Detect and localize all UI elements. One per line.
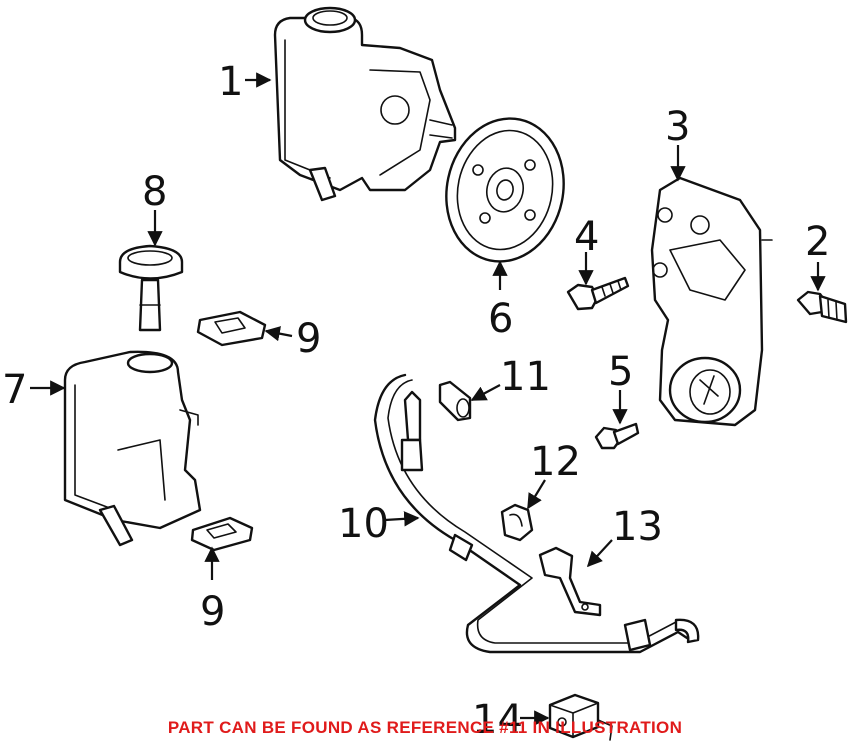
- leader-lines: [30, 72, 826, 726]
- callout-9-lower: 9: [200, 589, 225, 635]
- callout-1: 1: [218, 59, 243, 105]
- callout-8: 8: [142, 169, 167, 215]
- callout-6: 6: [488, 296, 513, 342]
- callout-12: 12: [530, 439, 581, 485]
- fitting-part-11[interactable]: [438, 380, 472, 422]
- bolt-part-4[interactable]: [566, 276, 630, 311]
- callout-4: 4: [574, 214, 599, 260]
- callout-13: 13: [612, 504, 663, 550]
- bolt-part-2[interactable]: [796, 290, 848, 324]
- hose-bracket-part-13[interactable]: [538, 546, 602, 617]
- callout-5: 5: [608, 349, 633, 395]
- clamp-part-12[interactable]: [500, 503, 534, 542]
- callout-14: 14: [472, 697, 523, 743]
- callout-labels: 1 2 3 4 5 6 7 8 9 9 10 11 12 13 14: [2, 59, 830, 743]
- bracket-part-3[interactable]: [650, 176, 773, 427]
- power-steering-pump-part-1[interactable]: [273, 6, 457, 202]
- reference-note: PART CAN BE FOUND AS REFERENCE #11 IN IL…: [167, 718, 683, 737]
- clip-part-9-lower[interactable]: [190, 516, 254, 552]
- remote-reservoir-part-7[interactable]: [63, 350, 202, 547]
- pulley-part-6[interactable]: [433, 108, 576, 273]
- reservoir-cap-part-8[interactable]: [118, 244, 184, 332]
- bolt-part-5[interactable]: [594, 422, 640, 450]
- clip-part-9-upper[interactable]: [196, 310, 267, 347]
- callout-3: 3: [665, 104, 690, 150]
- pressure-hose-part-10[interactable]: [373, 373, 700, 654]
- callout-11: 11: [500, 354, 551, 400]
- callout-7: 7: [2, 367, 27, 413]
- sensor-block-part-14[interactable]: [548, 693, 613, 741]
- callout-2: 2: [805, 219, 830, 265]
- callout-10: 10: [338, 501, 389, 547]
- callout-9-upper: 9: [296, 316, 321, 362]
